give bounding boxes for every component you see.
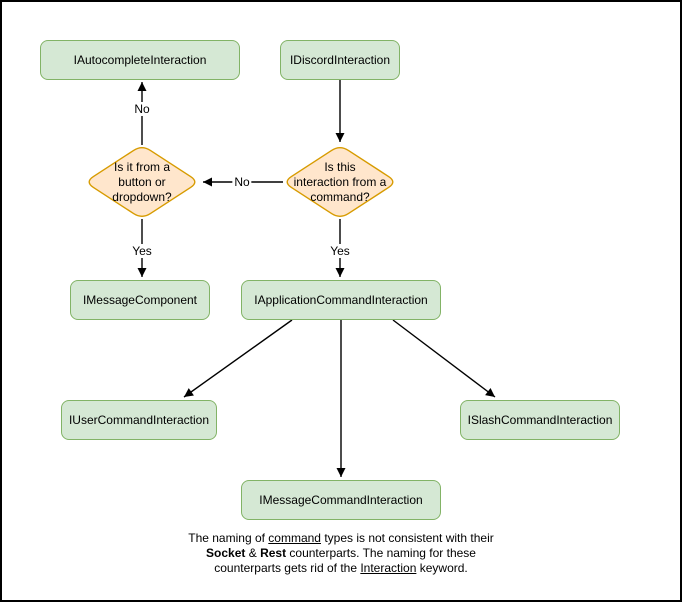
node-label: Is it from a button or dropdown? [112, 159, 172, 204]
node-application-command-interaction: IApplicationCommandInteraction [241, 280, 441, 320]
node-message-component: IMessageComponent [70, 280, 210, 320]
node-label: ISlashCommandInteraction [467, 412, 613, 427]
note-text-segment: counterparts gets rid of the [214, 561, 361, 575]
edge-label: Yes [328, 244, 352, 258]
note-text-segment: types is not consistent with their [320, 531, 494, 545]
note-text-segment: keyword. [416, 561, 468, 575]
node-label: IAutocompleteInteraction [73, 52, 207, 67]
edge-label: No [232, 175, 252, 189]
note-line: Socket & Rest counterparts. The naming f… [141, 546, 541, 561]
note-text-segment: command [268, 531, 321, 545]
edge-label: Yes [130, 244, 154, 258]
node-slash-command-interaction: ISlashCommandInteraction [460, 400, 620, 440]
note-text-segment: The naming of [188, 531, 269, 545]
shape-button-or-dropdown-decision [88, 147, 196, 217]
node-label: IMessageComponent [82, 292, 198, 307]
node-message-command-interaction: IMessageCommandInteraction [241, 480, 441, 520]
node-discord-interaction: IDiscordInteraction [280, 40, 400, 80]
node-label: IMessageCommandInteraction [259, 492, 423, 507]
note-line: counterparts gets rid of the Interaction… [141, 561, 541, 576]
note-text-segment: Rest [260, 546, 287, 560]
node-label: IUserCommandInteraction [68, 412, 210, 427]
node-label: IApplicationCommandInteraction [254, 292, 428, 307]
note-text-segment: Interaction [360, 561, 417, 575]
node-label: IDiscordInteraction [289, 52, 391, 67]
note-line: The naming of command types is not consi… [141, 531, 541, 546]
note-text-segment: counterparts. The naming for these [286, 546, 476, 560]
note-text-segment: & [245, 546, 261, 560]
note-text-segment: Socket [206, 546, 246, 560]
node-interaction-from-command-decision: Is this interaction from a command? [283, 145, 397, 219]
node-autocomplete-interaction: IAutocompleteInteraction [40, 40, 240, 80]
node-user-command-interaction: IUserCommandInteraction [61, 400, 217, 440]
edge-arrow [392, 319, 496, 398]
edge-label: No [132, 102, 152, 116]
node-label: Is this interaction from a command? [293, 159, 387, 204]
edge-arrow [183, 319, 293, 398]
shape-interaction-from-command-decision [286, 147, 394, 217]
node-button-or-dropdown-decision: Is it from a button or dropdown? [85, 145, 199, 219]
diagram-note: The naming of command types is not consi… [141, 531, 541, 576]
